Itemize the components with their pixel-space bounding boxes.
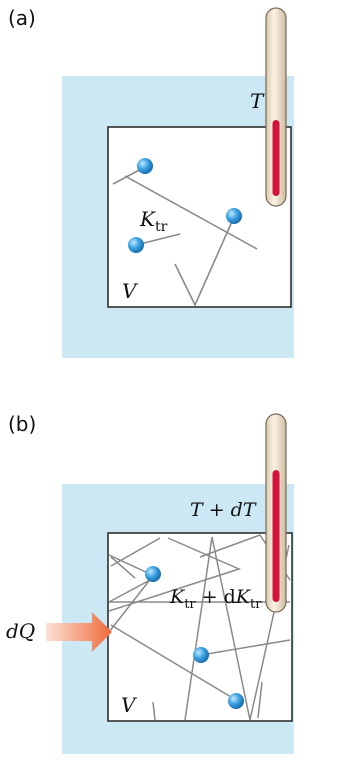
molecule <box>226 208 242 224</box>
thermometer-a <box>265 7 287 207</box>
panel-b-label: (b) <box>8 412 37 436</box>
molecule-path <box>174 216 235 307</box>
molecule-path <box>108 571 157 633</box>
molecule-path <box>152 701 156 721</box>
molecule-path <box>110 556 136 579</box>
molecule-path <box>124 175 258 250</box>
kinetic-energy-label-b: Ktr+ dKtr <box>169 586 262 612</box>
molecule <box>193 647 209 663</box>
volume-label-a: V <box>122 279 139 303</box>
volume-label-b: V <box>121 693 138 717</box>
molecule-path <box>257 681 263 719</box>
molecule <box>228 693 244 709</box>
heat-label: dQ <box>6 619 35 643</box>
molecule <box>145 566 161 582</box>
panel-a: Ktr V T <box>62 7 294 358</box>
molecule-path <box>200 639 291 656</box>
molecule <box>137 158 153 174</box>
kinetic-energy-label-a: Ktr <box>139 207 168 235</box>
molecule-path <box>184 536 290 721</box>
molecule <box>128 237 144 253</box>
molecule-path <box>110 624 237 701</box>
heat-flow-arrow <box>46 612 112 652</box>
thermometer-b <box>265 413 287 613</box>
molecule-path <box>108 579 290 603</box>
gas-container-b <box>107 532 293 722</box>
panel-a-label: (a) <box>8 6 36 30</box>
molecule-path <box>108 554 151 575</box>
panel-b: Ktr+ dKtr V T + dT dQ <box>6 413 294 754</box>
gas-container-a <box>107 126 292 308</box>
temperature-label-a: T <box>250 89 265 113</box>
temperature-label-b: T + dT <box>190 499 257 521</box>
molecule-path <box>108 537 242 612</box>
molecule-path <box>110 537 161 567</box>
